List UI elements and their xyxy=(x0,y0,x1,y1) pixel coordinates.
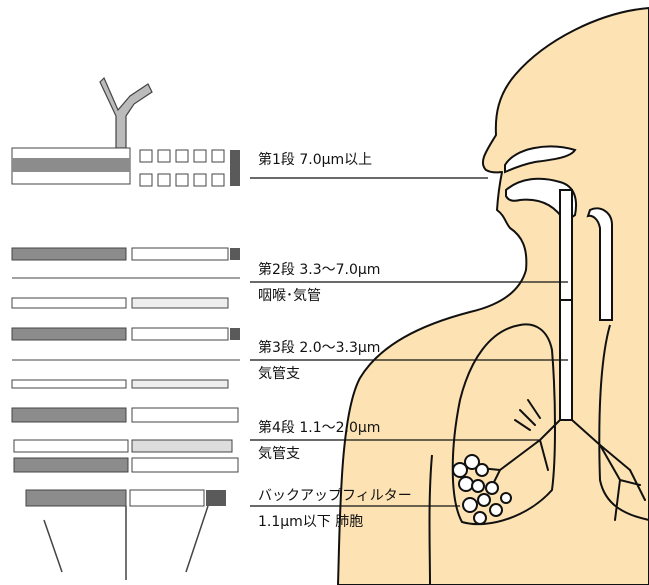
stage-4-label: 第4段 1.1～2.0μm xyxy=(258,420,380,436)
stage-3-label: 第3段 2.0～3.3μm xyxy=(258,340,380,356)
inlet-tube xyxy=(100,78,152,148)
stage-2-label: 第2段 3.3～7.0μm xyxy=(258,262,380,278)
stage-3-region: 気管支 xyxy=(258,366,300,382)
backup-filter-label: バックアップフィルター xyxy=(258,488,412,504)
stage-1-label: 第1段 7.0μm以上 xyxy=(258,152,372,168)
stage-2-region: 咽喉･気管 xyxy=(258,288,321,304)
stage-4-region: 気管支 xyxy=(258,446,300,462)
cascade-impactor xyxy=(12,78,240,580)
backup-filter-region: 1.1μm以下 肺胞 xyxy=(258,514,363,530)
